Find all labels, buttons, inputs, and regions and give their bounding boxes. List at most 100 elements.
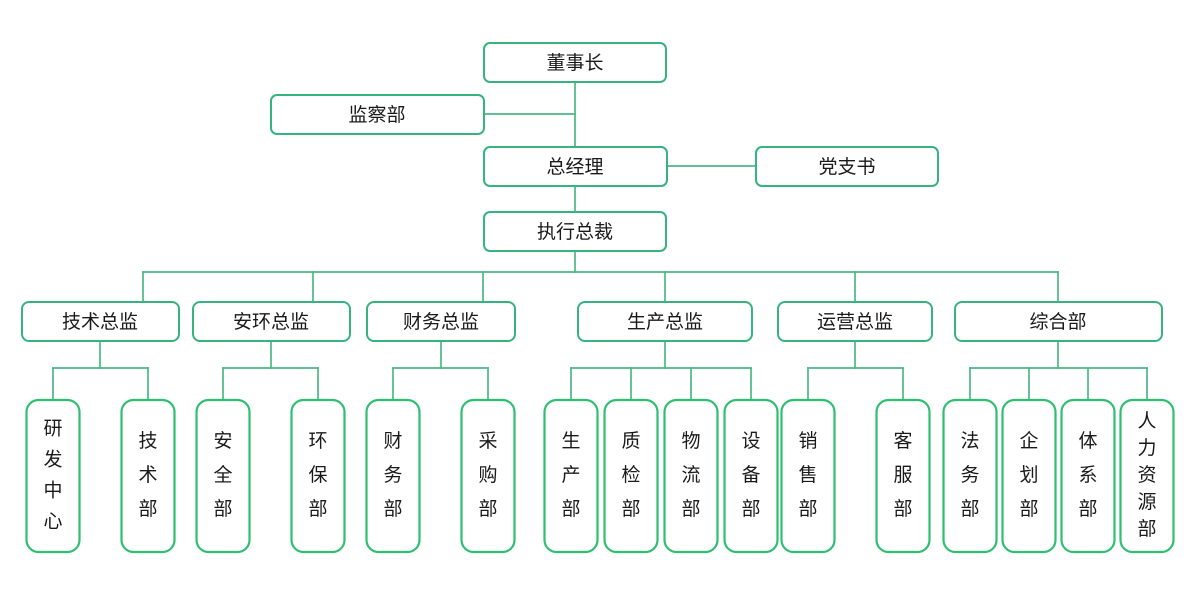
node-equipment-dept[interactable]: 设备部 [723,398,779,554]
node-customer-service-dept-char: 服 [893,465,912,486]
node-legal-dept-char: 部 [960,498,979,520]
node-planning-dept-char: 划 [1019,464,1038,486]
node-safety-env-director-box[interactable] [192,301,351,342]
node-supervision-label: 监察部 [348,104,405,126]
node-safety-dept-box[interactable] [195,398,251,554]
node-planning-dept[interactable]: 企划部 [1001,398,1057,554]
node-finance-dept-box[interactable] [365,398,421,554]
node-hr-dept-box[interactable] [1119,398,1175,554]
node-operations-director-label: 运营总监 [817,311,893,333]
node-production-director-label: 生产总监 [627,311,703,333]
node-party-secretary[interactable]: 党支书 [755,146,939,187]
node-logistics-dept-char: 物 [681,430,700,452]
node-production-dept-box[interactable] [543,398,599,554]
node-hr-dept-char: 源 [1137,491,1156,513]
node-tech-dept-char: 术 [138,464,157,486]
node-legal-dept[interactable]: 法务部 [942,398,998,554]
node-production-dept[interactable]: 生产部 [543,398,599,554]
node-equipment-dept-box[interactable] [723,398,779,554]
node-sales-dept-char: 售 [798,464,817,486]
node-quality-dept[interactable]: 质检部 [603,398,659,554]
node-customer-service-dept-box[interactable] [875,398,931,554]
node-purchasing-dept[interactable]: 采购部 [460,398,516,554]
node-safety-dept-char: 全 [213,464,232,486]
node-sales-dept-box[interactable] [780,398,836,554]
node-legal-dept-char: 务 [960,464,979,486]
node-rd-center-char: 发 [43,449,62,471]
node-purchasing-dept-char: 采 [478,430,497,452]
node-finance-dept-char: 财 [383,430,402,452]
node-production-director-box[interactable] [577,301,753,342]
node-system-dept-box[interactable] [1060,398,1116,554]
node-general-affairs-label: 综合部 [1029,311,1086,333]
node-purchasing-dept-char: 购 [478,464,497,486]
node-hr-dept-char: 资 [1137,464,1156,486]
node-hr-dept-char: 部 [1137,518,1156,540]
node-finance-director[interactable]: 财务总监 [366,301,516,342]
node-planning-dept-char: 部 [1019,498,1038,520]
node-logistics-dept[interactable]: 物流部 [663,398,719,554]
node-chairman-box[interactable] [483,42,667,83]
node-legal-dept-char: 法 [960,430,979,452]
node-finance-director-label: 财务总监 [403,311,479,333]
node-party-secretary-box[interactable] [755,146,939,187]
node-operations-director[interactable]: 运营总监 [777,301,933,342]
node-environment-dept[interactable]: 环保部 [290,398,346,554]
node-hr-dept-char: 力 [1137,437,1156,459]
node-safety-env-director[interactable]: 安环总监 [192,301,351,342]
node-tech-director-box[interactable] [21,301,180,342]
node-safety-dept[interactable]: 安全部 [195,398,251,554]
node-tech-director-label: 技术总监 [62,311,138,333]
node-purchasing-dept-box[interactable] [460,398,516,554]
node-quality-dept-char: 检 [621,464,640,486]
node-general-manager-box[interactable] [483,146,668,187]
node-environment-dept-char: 环 [308,431,327,452]
node-general-affairs[interactable]: 综合部 [954,301,1163,342]
node-general-affairs-box[interactable] [954,301,1163,342]
node-production-dept-char: 部 [561,498,580,520]
node-logistics-dept-box[interactable] [663,398,719,554]
node-sales-dept[interactable]: 销售部 [780,398,836,554]
node-system-dept-char: 体 [1078,430,1097,452]
node-customer-service-dept[interactable]: 客服部 [875,398,931,554]
node-safety-dept-char: 安 [213,430,232,452]
node-general-manager[interactable]: 总经理 [483,146,668,187]
node-customer-service-dept-char: 客 [893,430,912,452]
node-rd-center-box[interactable] [25,398,81,554]
node-customer-service-dept-char: 部 [893,498,912,520]
node-sales-dept-char: 销 [798,430,817,452]
node-party-secretary-label: 党支书 [818,156,875,178]
node-finance-director-box[interactable] [366,301,516,342]
node-quality-dept-box[interactable] [603,398,659,554]
node-sales-dept-char: 部 [798,498,817,520]
node-tech-dept-box[interactable] [120,398,176,554]
node-purchasing-dept-char: 部 [478,498,497,520]
node-tech-director[interactable]: 技术总监 [21,301,180,342]
node-executive-president-label: 执行总裁 [537,221,613,243]
node-system-dept[interactable]: 体系部 [1060,398,1116,554]
node-quality-dept-char: 部 [621,498,640,520]
node-rd-center-char: 心 [43,512,62,533]
node-production-director[interactable]: 生产总监 [577,301,753,342]
node-equipment-dept-char: 部 [741,498,760,520]
node-logistics-dept-char: 流 [681,464,700,486]
node-chairman[interactable]: 董事长 [483,42,667,83]
node-operations-director-box[interactable] [777,301,933,342]
node-system-dept-char: 部 [1078,498,1097,520]
node-production-dept-char: 产 [561,464,580,486]
connector-layer [52,81,1148,401]
node-logistics-dept-char: 部 [681,498,700,520]
node-tech-dept[interactable]: 技术部 [120,398,176,554]
node-production-dept-char: 生 [561,430,580,452]
node-planning-dept-box[interactable] [1001,398,1057,554]
node-environment-dept-box[interactable] [290,398,346,554]
node-executive-president[interactable]: 执行总裁 [483,211,667,252]
node-supervision-box[interactable] [270,94,485,135]
node-executive-president-box[interactable] [483,211,667,252]
node-supervision[interactable]: 监察部 [270,94,485,135]
node-finance-dept[interactable]: 财务部 [365,398,421,554]
node-legal-dept-box[interactable] [942,398,998,554]
